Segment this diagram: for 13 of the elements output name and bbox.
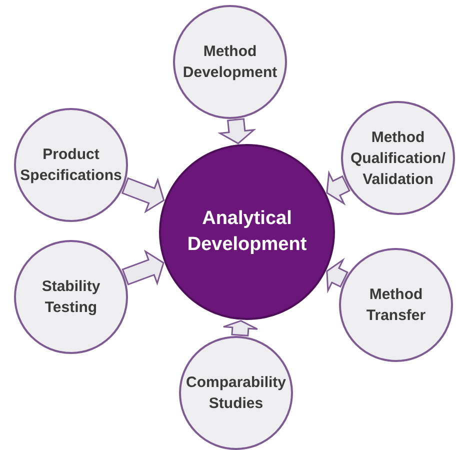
node-label: Method Qualification/ Validation bbox=[350, 128, 447, 190]
block-arrow bbox=[218, 118, 256, 144]
block-arrow bbox=[122, 250, 164, 286]
block-arrow bbox=[326, 170, 350, 206]
block-arrow bbox=[326, 258, 348, 294]
block-arrow bbox=[121, 177, 165, 214]
node-label: Method Development bbox=[182, 42, 278, 83]
block-arrow bbox=[222, 320, 258, 336]
node-label: Analytical Development bbox=[186, 207, 308, 257]
node-label: Product Specifications bbox=[19, 145, 123, 186]
node-label: Stability Testing bbox=[40, 277, 102, 318]
node-label: Method Transfer bbox=[365, 285, 427, 326]
node-label: Comparability Studies bbox=[184, 373, 288, 414]
